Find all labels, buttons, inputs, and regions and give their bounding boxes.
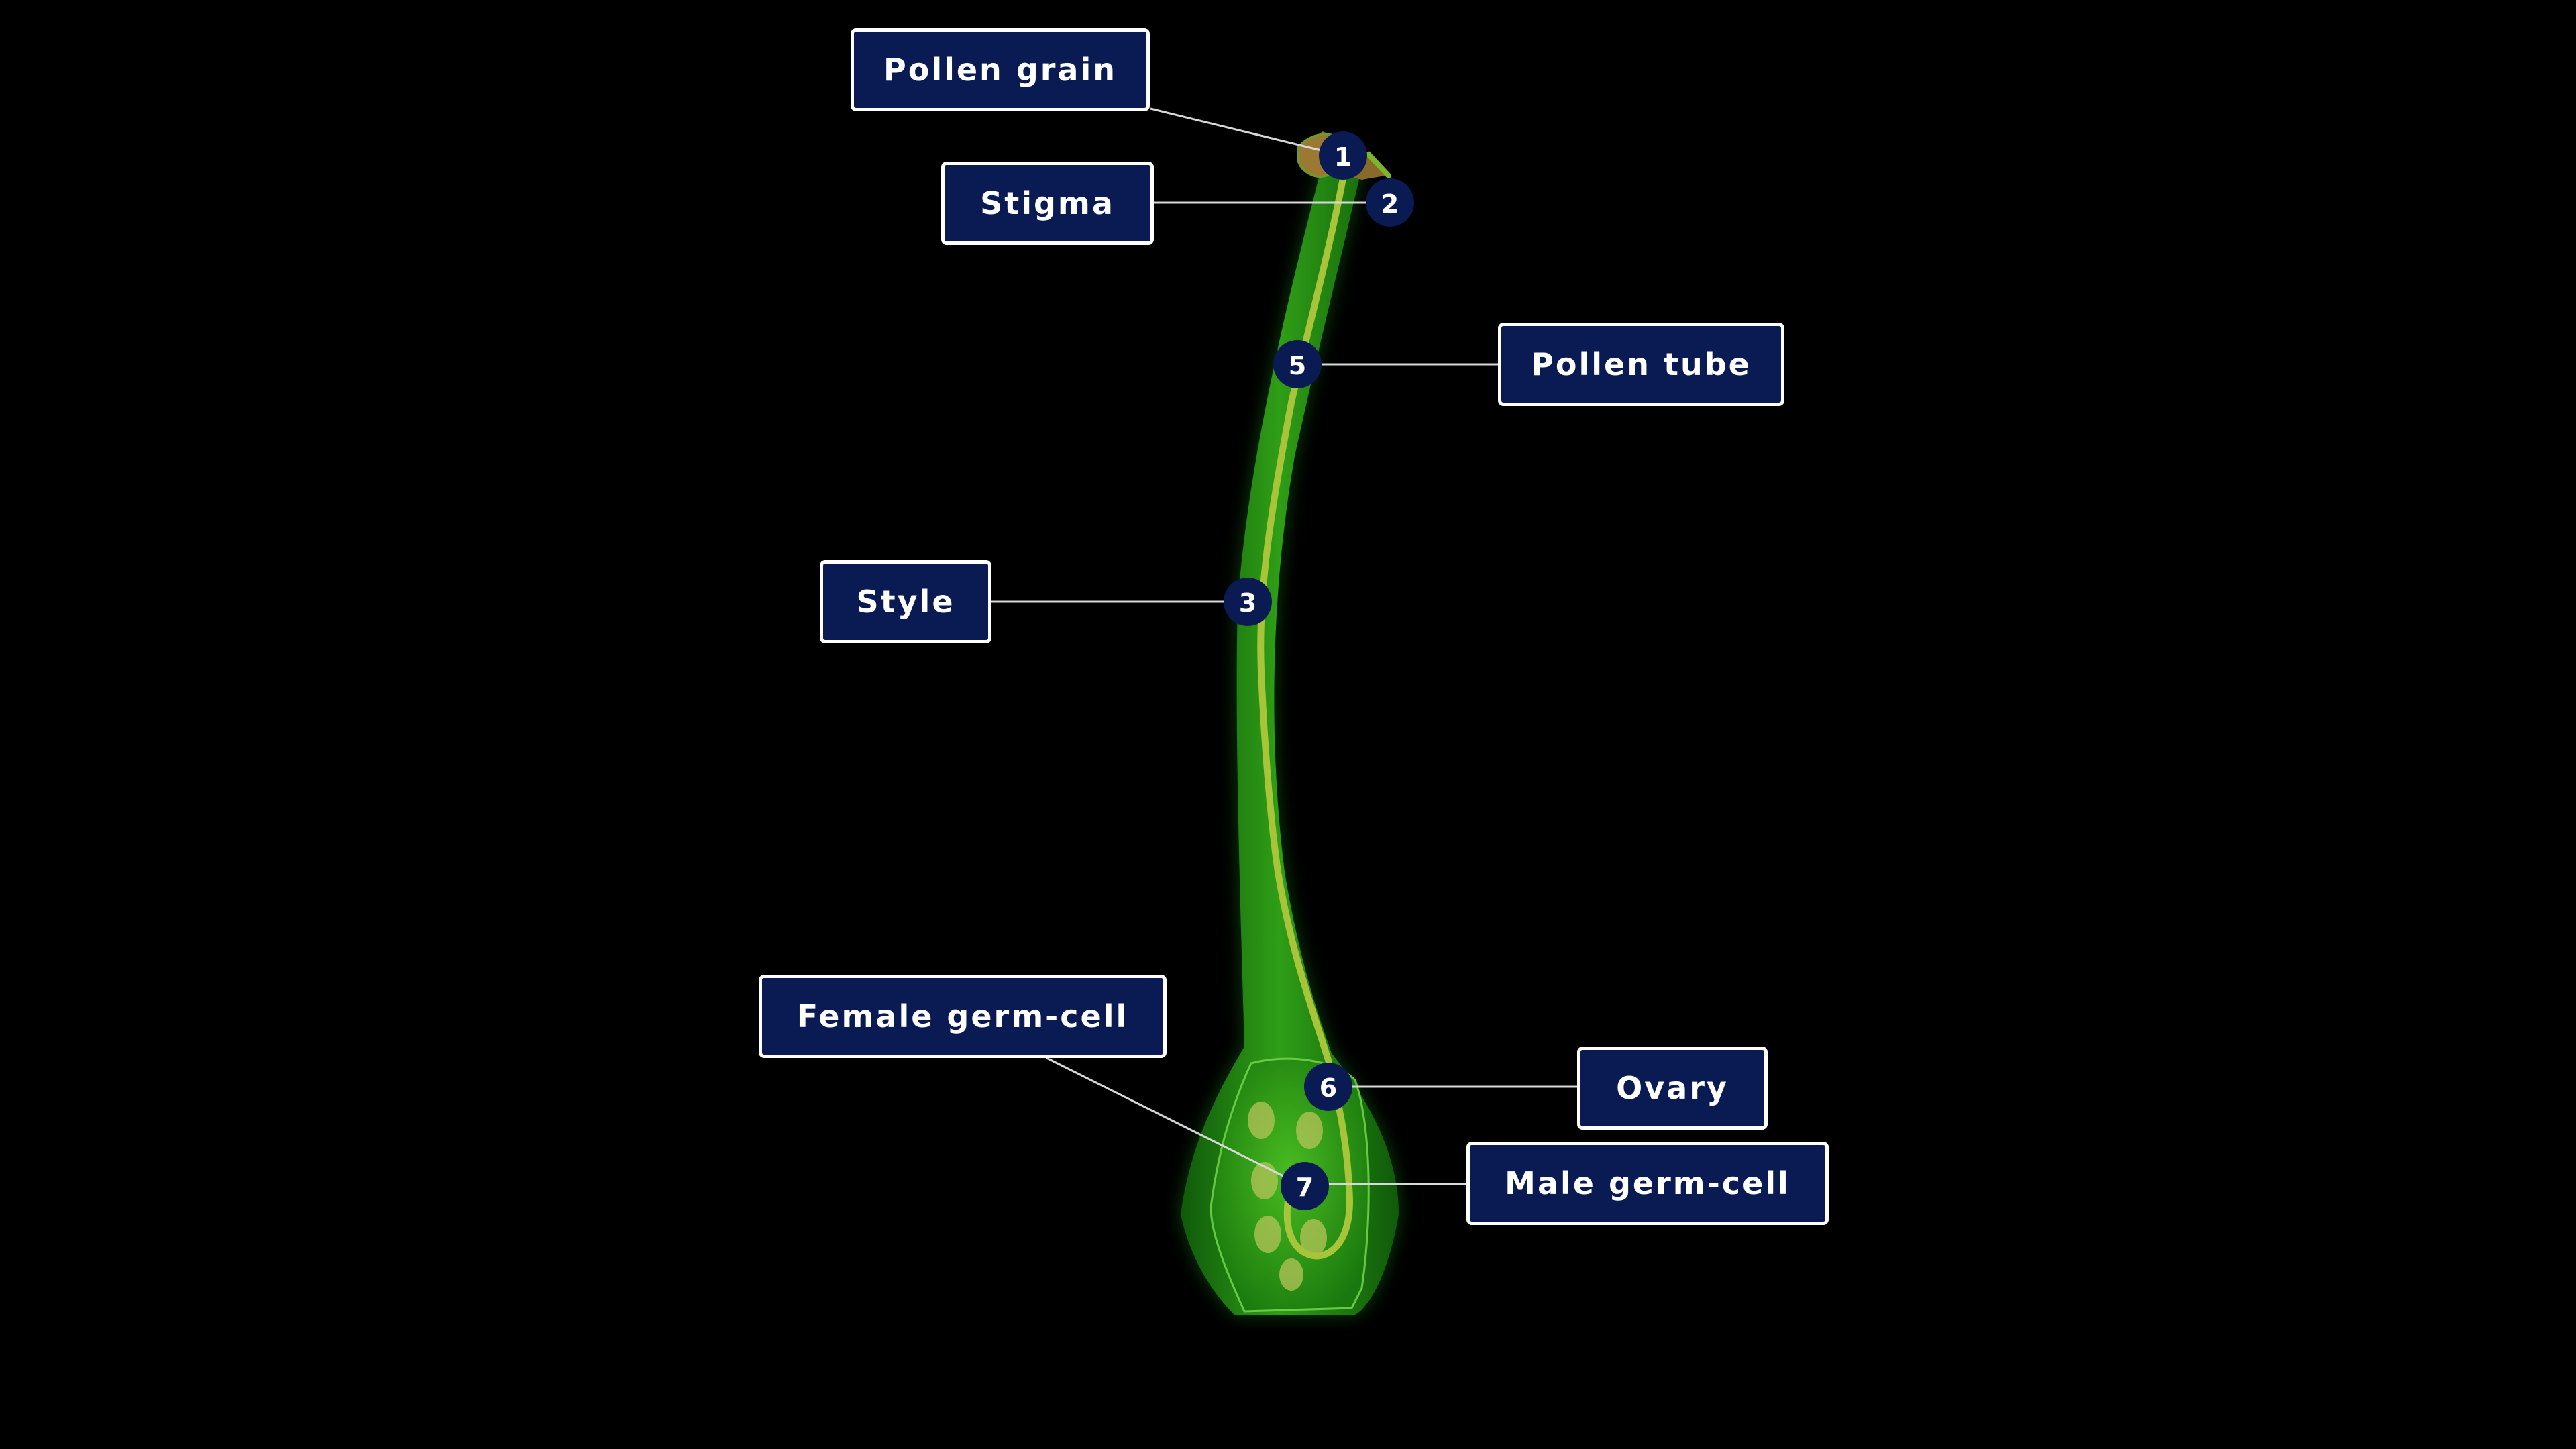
- marker-7-number: 7: [1296, 1173, 1313, 1202]
- marker-7: 7: [1281, 1162, 1329, 1210]
- pollen-tube-path: [1257, 164, 1354, 1260]
- marker-6-number: 6: [1320, 1073, 1337, 1103]
- label-ovary: Ovary: [1577, 1046, 1768, 1130]
- marker-6: 6: [1304, 1063, 1352, 1111]
- leader-female-germ-cell: [1046, 1057, 1304, 1187]
- label-pollen-grain: Pollen grain: [851, 28, 1150, 111]
- leader-pollen-grain: [1150, 107, 1344, 157]
- marker-5-number: 5: [1289, 351, 1306, 380]
- marker-5: 5: [1273, 340, 1322, 388]
- label-male-germ-cell: Male germ-cell: [1466, 1142, 1829, 1225]
- label-style: Style: [820, 560, 991, 643]
- label-stigma: Stigma: [941, 162, 1154, 245]
- marker-1-number: 1: [1334, 142, 1352, 172]
- marker-2-number: 2: [1381, 189, 1399, 219]
- label-pollen-tube: Pollen tube: [1498, 323, 1784, 406]
- marker-2: 2: [1366, 178, 1414, 227]
- marker-3: 3: [1224, 578, 1272, 626]
- marker-3-number: 3: [1239, 588, 1256, 618]
- marker-1: 1: [1319, 131, 1367, 180]
- label-female-germ-cell: Female germ-cell: [759, 975, 1167, 1058]
